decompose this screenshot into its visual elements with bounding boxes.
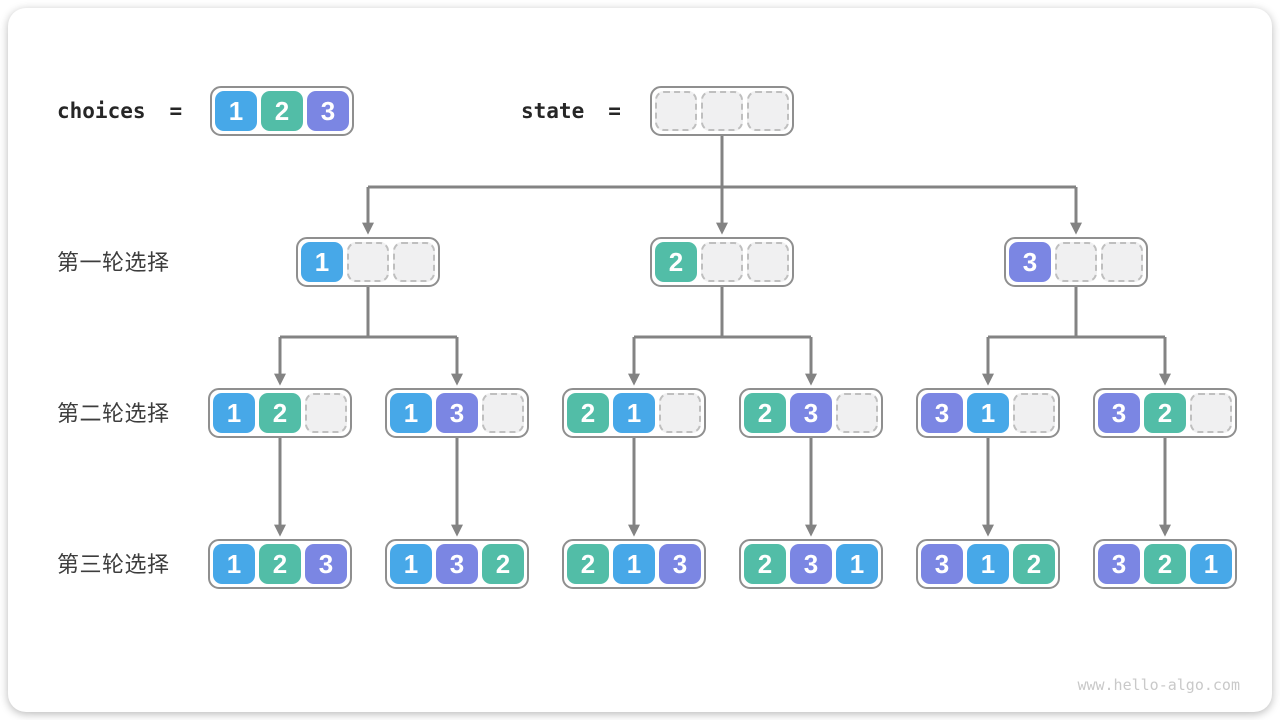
value-cell: 3 xyxy=(790,544,832,584)
empty-cell xyxy=(305,393,347,433)
value-cell: 3 xyxy=(436,544,478,584)
value-cell: 2 xyxy=(567,544,609,584)
round-2-label: 第二轮选择 xyxy=(57,401,170,426)
state-header: state = xyxy=(521,86,621,136)
value-cell: 3 xyxy=(305,544,347,584)
value-cell: 2 xyxy=(482,544,524,584)
value-cell: 2 xyxy=(1013,544,1055,584)
empty-cell xyxy=(1101,242,1143,282)
value-cell: 1 xyxy=(213,393,255,433)
value-cell: 1 xyxy=(301,242,343,282)
value-cell: 2 xyxy=(259,393,301,433)
empty-cell xyxy=(659,393,701,433)
value-cell: 2 xyxy=(567,393,609,433)
value-cell: 1 xyxy=(967,393,1009,433)
value-cell: 1 xyxy=(613,393,655,433)
round-1-box: 2 xyxy=(650,237,794,287)
empty-cell xyxy=(347,242,389,282)
value-cell: 1 xyxy=(213,544,255,584)
value-cell: 3 xyxy=(1009,242,1051,282)
value-cell: 2 xyxy=(744,393,786,433)
value-cell: 3 xyxy=(659,544,701,584)
round-1-box: 1 xyxy=(296,237,440,287)
round-3-label: 第三轮选择 xyxy=(57,552,170,577)
empty-cell xyxy=(1013,393,1055,433)
value-cell: 3 xyxy=(307,91,349,131)
round-1-label: 第一轮选择 xyxy=(57,250,170,275)
value-cell: 2 xyxy=(1144,544,1186,584)
value-cell: 1 xyxy=(836,544,878,584)
empty-cell xyxy=(836,393,878,433)
value-cell: 3 xyxy=(1098,544,1140,584)
state-label: state xyxy=(521,99,585,123)
value-cell: 1 xyxy=(390,544,432,584)
value-cell: 3 xyxy=(921,393,963,433)
empty-cell xyxy=(747,242,789,282)
value-cell: 1 xyxy=(390,393,432,433)
value-cell: 3 xyxy=(436,393,478,433)
choices-header: choices = xyxy=(57,86,182,136)
value-cell: 2 xyxy=(261,91,303,131)
empty-cell xyxy=(655,91,697,131)
value-cell: 2 xyxy=(744,544,786,584)
choices-equals-sign: = xyxy=(169,99,183,123)
empty-cell xyxy=(393,242,435,282)
empty-cell xyxy=(701,242,743,282)
value-cell: 2 xyxy=(259,544,301,584)
value-cell: 1 xyxy=(1190,544,1232,584)
value-cell: 3 xyxy=(921,544,963,584)
choices-label: choices xyxy=(57,99,146,123)
empty-cell xyxy=(1190,393,1232,433)
value-cell: 2 xyxy=(655,242,697,282)
empty-cell xyxy=(1055,242,1097,282)
value-cell: 1 xyxy=(215,91,257,131)
empty-cell xyxy=(747,91,789,131)
value-cell: 1 xyxy=(967,544,1009,584)
value-cell: 3 xyxy=(790,393,832,433)
empty-cell xyxy=(482,393,524,433)
watermark: www.hello-algo.com xyxy=(1077,676,1240,694)
value-cell: 1 xyxy=(613,544,655,584)
value-cell: 3 xyxy=(1098,393,1140,433)
state-array xyxy=(650,86,794,136)
round-1-box: 3 xyxy=(1004,237,1148,287)
empty-cell xyxy=(701,91,743,131)
value-cell: 2 xyxy=(1144,393,1186,433)
state-equals-sign: = xyxy=(608,99,621,123)
